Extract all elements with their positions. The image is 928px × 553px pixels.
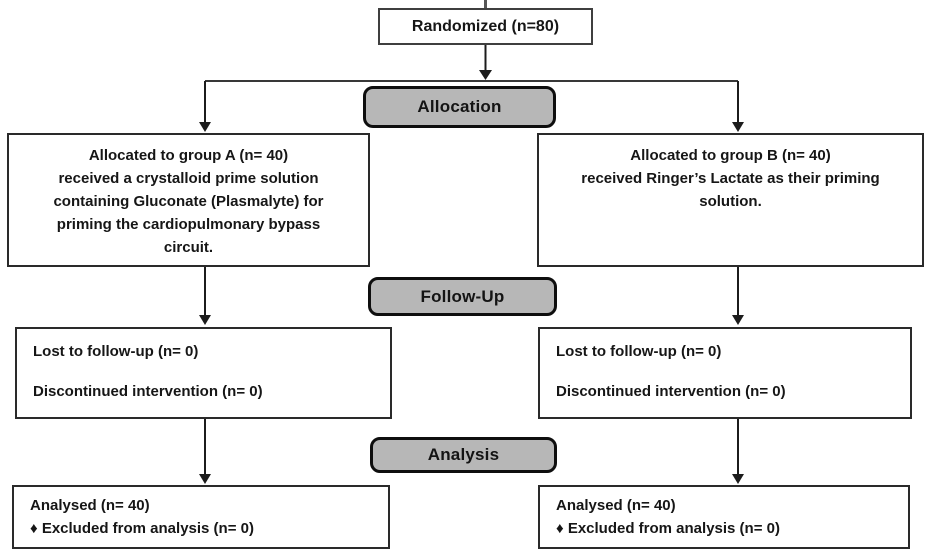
arrowhead-icon [199,315,211,325]
followup-stage-badge: Follow-Up [368,277,557,316]
arrowhead-icon [199,122,211,132]
group-a-analysis-box: Analysed (n= 40) ♦ Excluded from analysi… [12,485,390,549]
group-a-followup-box: Lost to follow-up (n= 0) Discontinued in… [15,327,392,419]
allocation-stage-badge: Allocation [363,86,556,128]
group-b-followup-box: Lost to follow-up (n= 0) Discontinued in… [538,327,912,419]
arrowhead-icon [199,474,211,484]
randomized-box: Randomized (n=80) [378,8,593,45]
arrowhead-icon [479,70,492,80]
arrowhead-icon [732,122,744,132]
arrowhead-icon [732,315,744,325]
group-b-analysis-box: Analysed (n= 40) ♦ Excluded from analysi… [538,485,910,549]
group-a-allocation-box: Allocated to group A (n= 40) received a … [7,133,370,267]
group-b-allocation-box: Allocated to group B (n= 40) received Ri… [537,133,924,267]
arrowhead-icon [732,474,744,484]
analysis-stage-badge: Analysis [370,437,557,473]
